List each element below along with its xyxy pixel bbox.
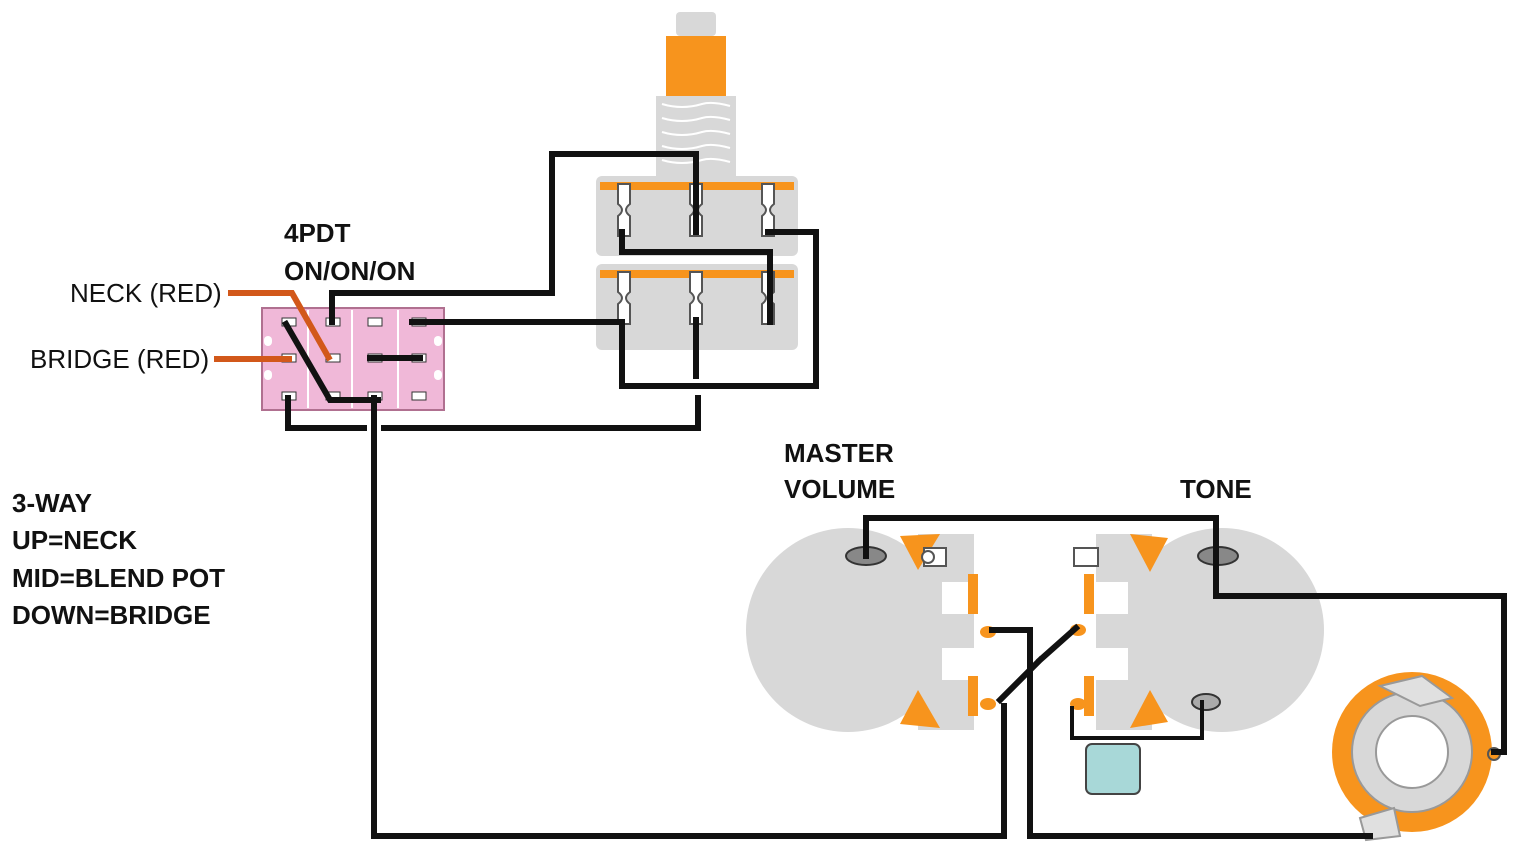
legend-line: UP=NECK bbox=[12, 525, 137, 555]
switch-positions-label: ON/ON/ON bbox=[284, 256, 415, 286]
wire-switch-diagonal bbox=[281, 319, 381, 403]
tone-pot-lug-strip bbox=[1073, 534, 1168, 730]
jack-hole bbox=[1375, 715, 1449, 789]
pot-shaft bbox=[666, 36, 726, 96]
volume-pot bbox=[746, 528, 996, 732]
neck-wire-label: NECK (RED) bbox=[70, 278, 222, 308]
switch-legend: 3-WAY UP=NECK MID=BLEND POT DOWN=BRIDGE bbox=[12, 488, 225, 630]
volume-pot-output-lug bbox=[980, 698, 996, 710]
wire-tone-to-jack bbox=[1213, 559, 1507, 755]
output-jack bbox=[1332, 672, 1501, 842]
wire-pot-upper-to-lower bbox=[619, 229, 773, 325]
wire-switch-to-pot-top bbox=[329, 151, 699, 325]
master-volume-label-line2: VOLUME bbox=[784, 474, 895, 504]
legend-line: MID=BLEND POT bbox=[12, 563, 225, 593]
legend-line: DOWN=BRIDGE bbox=[12, 600, 211, 630]
volume-pot-lug-strip bbox=[900, 534, 978, 730]
tone-pot bbox=[1070, 528, 1324, 732]
volume-pot-body bbox=[746, 528, 950, 732]
tone-capacitor bbox=[1070, 700, 1204, 795]
tone-label: TONE bbox=[1180, 474, 1252, 504]
wire-volume-to-tone-cross bbox=[995, 623, 1081, 705]
capacitor-body bbox=[1085, 743, 1141, 795]
wire-volume-to-tone-ground bbox=[863, 515, 1219, 559]
wires bbox=[214, 151, 1507, 839]
jack-sleeve-tab bbox=[1358, 806, 1402, 842]
pot-shaft-tip bbox=[676, 12, 716, 36]
wire-volume-wiper-cross bbox=[989, 627, 1373, 839]
tone-pot-body bbox=[1120, 528, 1324, 732]
wire-switch-to-pot-lower bbox=[409, 229, 819, 389]
wire-switch-bottom bbox=[285, 395, 701, 431]
bridge-wire-label: BRIDGE (RED) bbox=[30, 344, 209, 374]
tone-pot-ground-lug bbox=[1191, 693, 1221, 711]
switch-side-tabs bbox=[264, 336, 442, 380]
legend-line: 3-WAY bbox=[12, 488, 92, 518]
wire-switch-to-volume bbox=[371, 395, 1007, 839]
jack-tip-tab bbox=[1377, 674, 1455, 708]
wire-neck-pickup bbox=[228, 290, 333, 362]
master-volume-label-line1: MASTER bbox=[784, 438, 894, 468]
switch-type-label: 4PDT bbox=[284, 218, 351, 248]
